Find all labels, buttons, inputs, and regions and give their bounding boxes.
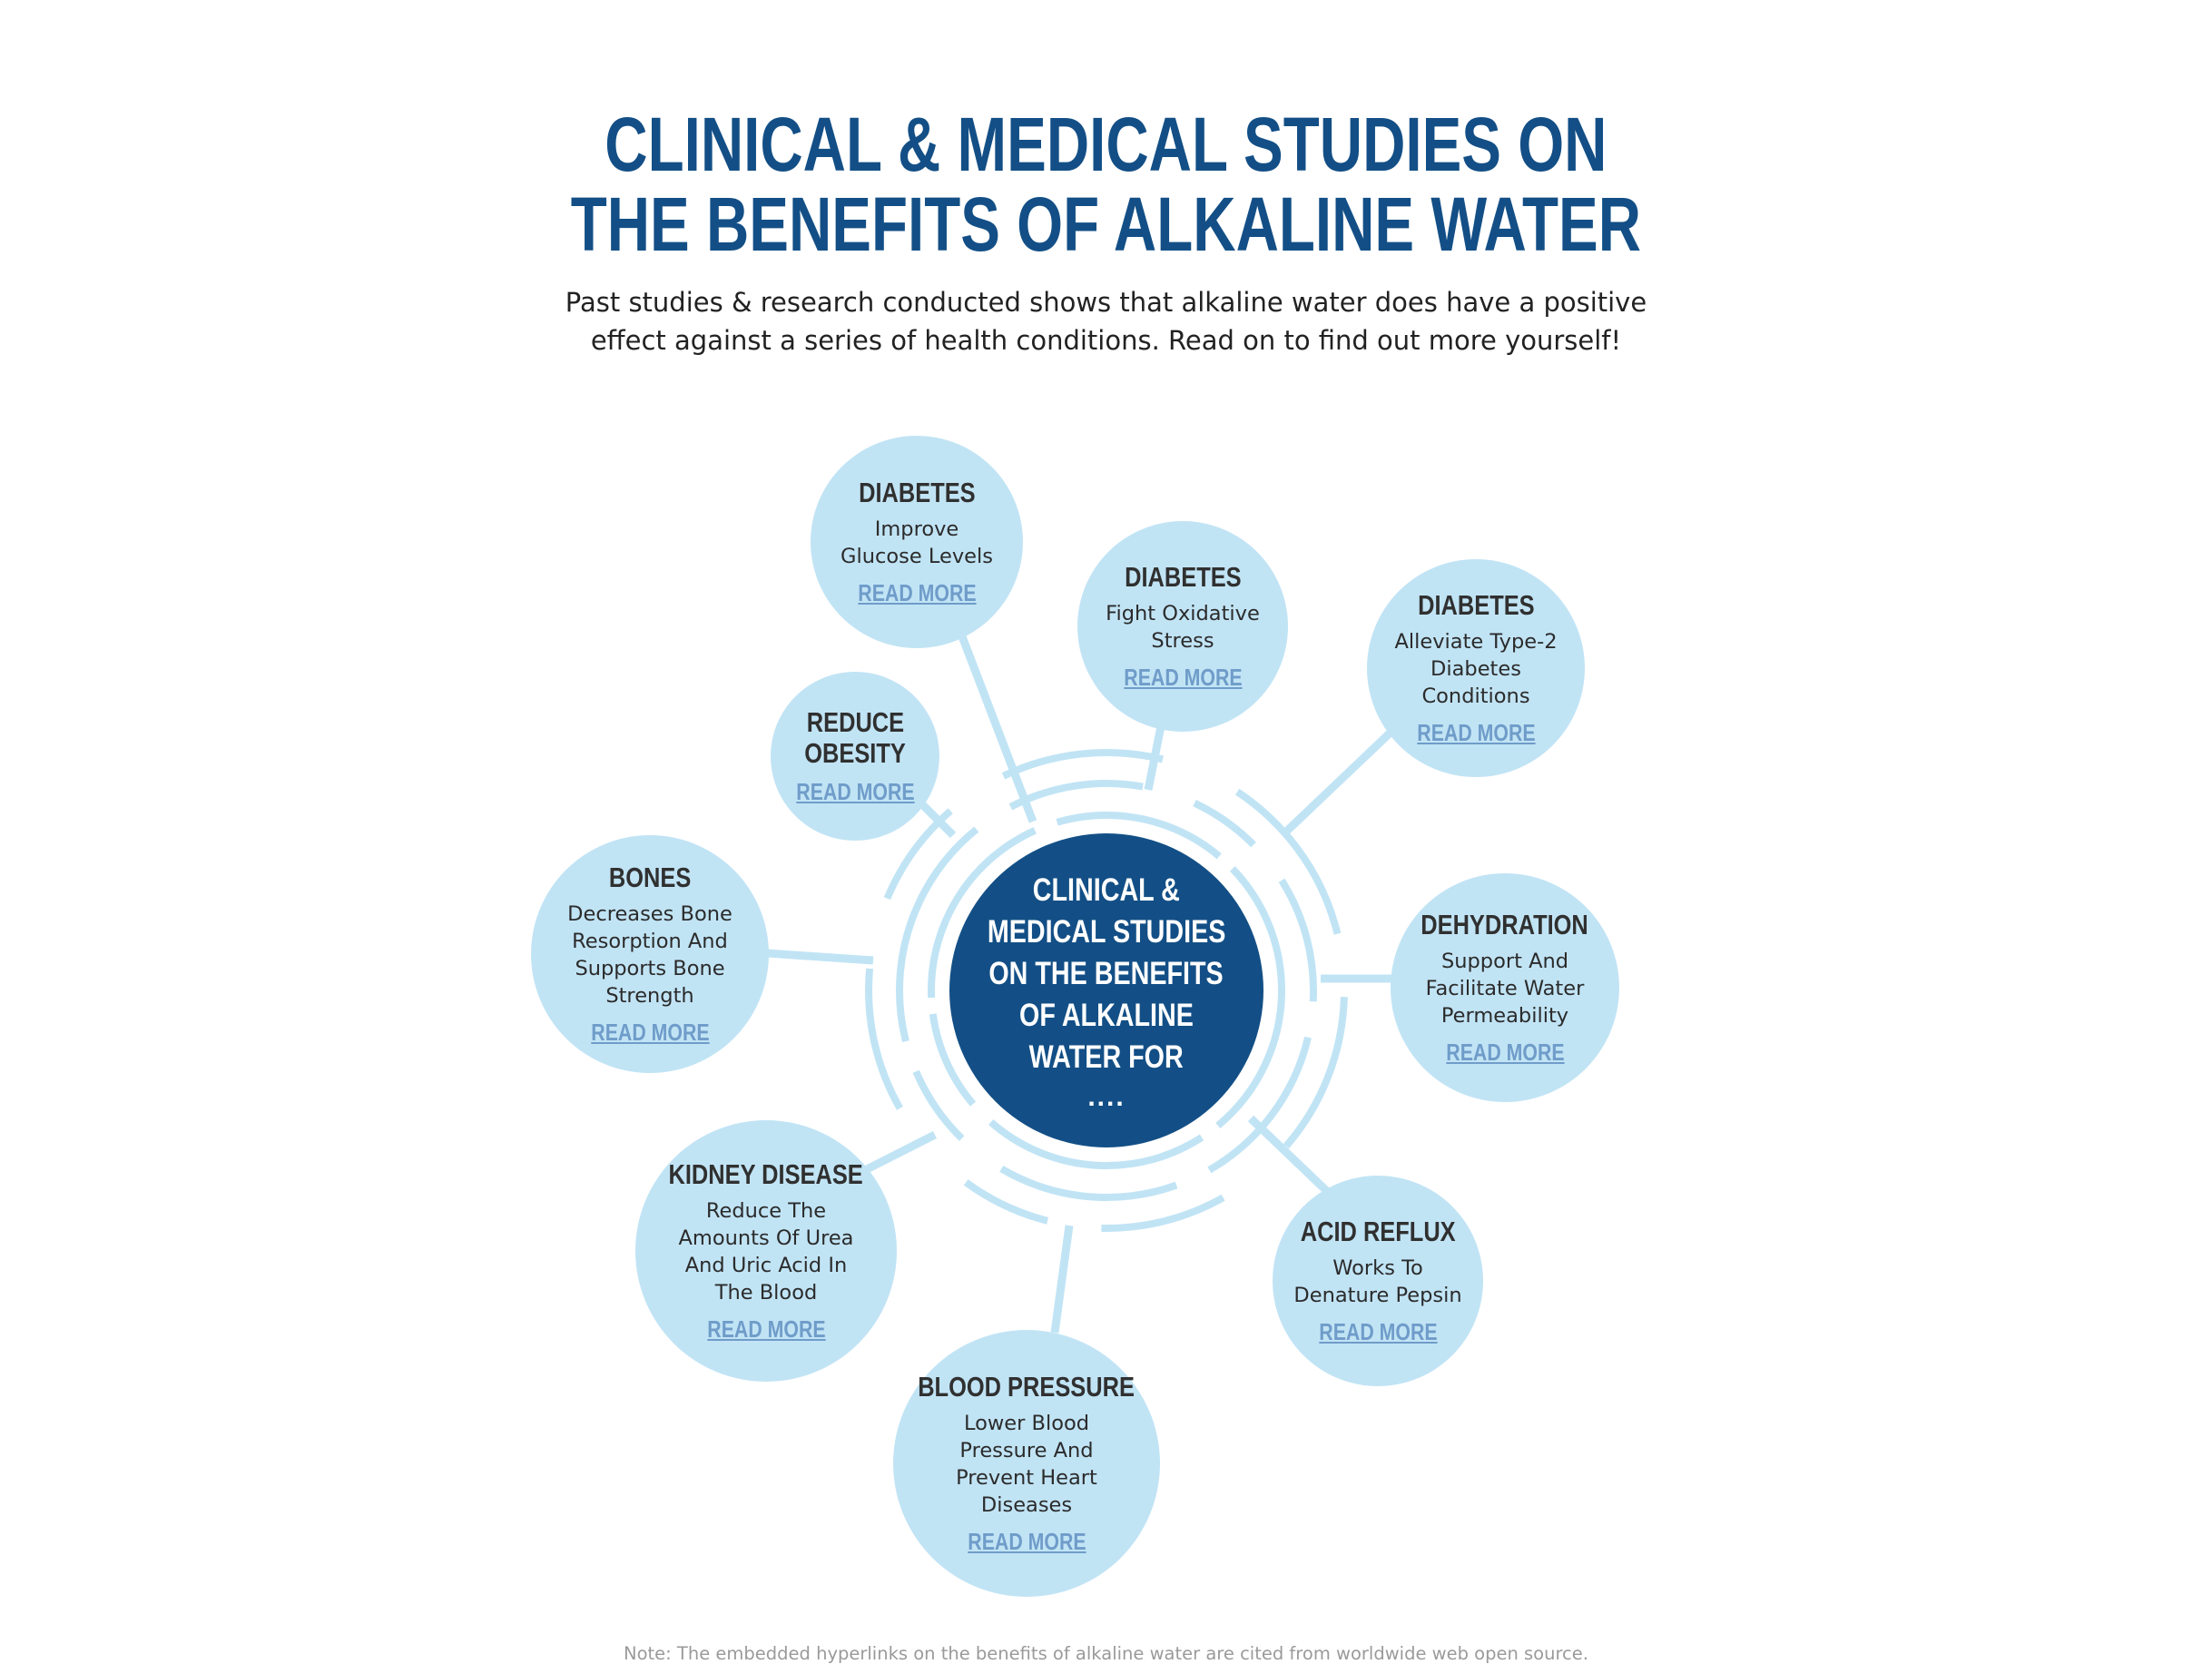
- node-blood-pressure: BLOOD PRESSURE Lower Blood Pressure And …: [893, 1330, 1160, 1597]
- node-desc: Decreases Bone: [567, 901, 732, 926]
- ring-arcs: [865, 749, 1348, 1232]
- center-line: MEDICAL STUDIES: [987, 914, 1226, 950]
- node-bones: BONES Decreases Bone Resorption And Supp…: [531, 835, 769, 1073]
- node-desc: Diseases: [980, 1492, 1073, 1517]
- node-desc: Conditions: [1421, 684, 1530, 708]
- connector-bones: [766, 949, 874, 965]
- node-desc: Support And: [1440, 949, 1569, 973]
- center-line: CLINICAL &: [1032, 872, 1181, 908]
- page-title-line-1: CLINICAL & MEDICAL STUDIES ON: [605, 102, 1607, 187]
- footer-note: Note: The embedded hyperlinks on the ben…: [624, 1643, 1588, 1664]
- node-desc: Works To: [1332, 1255, 1423, 1280]
- node-heading: ACID REFLUX: [1300, 1215, 1456, 1247]
- node-desc: Denature Pepsin: [1293, 1283, 1462, 1307]
- center-line: ON THE BENEFITS: [988, 956, 1224, 991]
- node-desc: Pressure And: [959, 1438, 1094, 1462]
- node-desc: The Blood: [714, 1280, 818, 1305]
- node-desc: Glucose Levels: [841, 544, 993, 568]
- node-desc: Prevent Heart: [956, 1465, 1097, 1490]
- node-diabetes-glucose: DIABETES Improve Glucose Levels READ MOR…: [811, 436, 1023, 648]
- node-desc: Facilitate Water: [1425, 976, 1585, 1000]
- subtitle-line-2: effect against a series of health condit…: [590, 325, 1622, 356]
- node-heading: REDUCE: [806, 705, 904, 738]
- node-heading: OBESITY: [804, 736, 906, 769]
- node-heading: DEHYDRATION: [1421, 908, 1589, 940]
- node-heading: BLOOD PRESSURE: [918, 1370, 1135, 1403]
- node-kidney-disease: KIDNEY DISEASE Reduce The Amounts Of Ure…: [635, 1120, 897, 1382]
- read-more-link[interactable]: READ MORE: [967, 1527, 1086, 1555]
- center-line: OF ALKALINE: [1019, 998, 1194, 1033]
- node-desc: Alleviate Type-2: [1394, 629, 1558, 654]
- read-more-link[interactable]: READ MORE: [1318, 1317, 1438, 1345]
- page-title-line-2: THE BENEFITS OF ALKALINE WATER: [570, 182, 1642, 267]
- read-more-link[interactable]: READ MORE: [1416, 718, 1536, 746]
- center-line: WATER FOR: [1028, 1039, 1185, 1075]
- node-desc: And Uric Acid In: [684, 1253, 848, 1277]
- node-dehydration: DEHYDRATION Support And Facilitate Water…: [1391, 873, 1619, 1102]
- node-desc: Amounts Of Urea: [678, 1226, 854, 1250]
- subtitle-line-1: Past studies & research conducted shows …: [565, 287, 1647, 318]
- node-diabetes-oxidative: DIABETES Fight Oxidative Stress READ MOR…: [1077, 521, 1288, 732]
- read-more-link[interactable]: READ MORE: [1445, 1038, 1565, 1066]
- node-diabetes-type2: DIABETES Alleviate Type-2 Diabetes Condi…: [1367, 559, 1585, 777]
- node-heading: KIDNEY DISEASE: [668, 1157, 864, 1190]
- center-hub: CLINICAL & MEDICAL STUDIES ON THE BENEFI…: [949, 833, 1263, 1147]
- read-more-link[interactable]: READ MORE: [590, 1018, 710, 1046]
- node-desc: Permeability: [1440, 1003, 1569, 1028]
- center-dots: ....: [1087, 1082, 1126, 1112]
- node-desc: Improve: [874, 517, 959, 541]
- node-desc: Fight Oxidative: [1106, 601, 1260, 625]
- connector-diabetes-glucose: [949, 611, 1037, 823]
- node-desc: Resorption And: [572, 929, 728, 953]
- read-more-link[interactable]: READ MORE: [1123, 663, 1243, 691]
- node-heading: DIABETES: [858, 476, 976, 508]
- node-desc: Lower Blood: [963, 1411, 1090, 1435]
- connector-blood-pressure: [1050, 1225, 1074, 1334]
- node-desc: Stress: [1151, 628, 1214, 653]
- node-heading: DIABETES: [1124, 560, 1242, 593]
- node-heading: BONES: [608, 861, 692, 893]
- read-more-link[interactable]: READ MORE: [795, 777, 915, 805]
- node-desc: Diabetes: [1430, 656, 1521, 681]
- connector-diabetes-type2: [1281, 724, 1399, 837]
- read-more-link[interactable]: READ MORE: [706, 1314, 826, 1343]
- node-desc: Reduce The: [705, 1198, 827, 1223]
- node-acid-reflux: ACID REFLUX Works To Denature Pepsin REA…: [1273, 1176, 1483, 1386]
- node-heading: DIABETES: [1417, 588, 1535, 621]
- node-desc: Strength: [605, 983, 694, 1008]
- node-desc: Supports Bone: [575, 956, 725, 980]
- node-reduce-obesity: REDUCE OBESITY READ MORE: [771, 672, 939, 841]
- connector-kidney-disease: [864, 1130, 938, 1174]
- connector-acid-reflux: [1247, 1115, 1336, 1200]
- read-more-link[interactable]: READ MORE: [857, 578, 977, 606]
